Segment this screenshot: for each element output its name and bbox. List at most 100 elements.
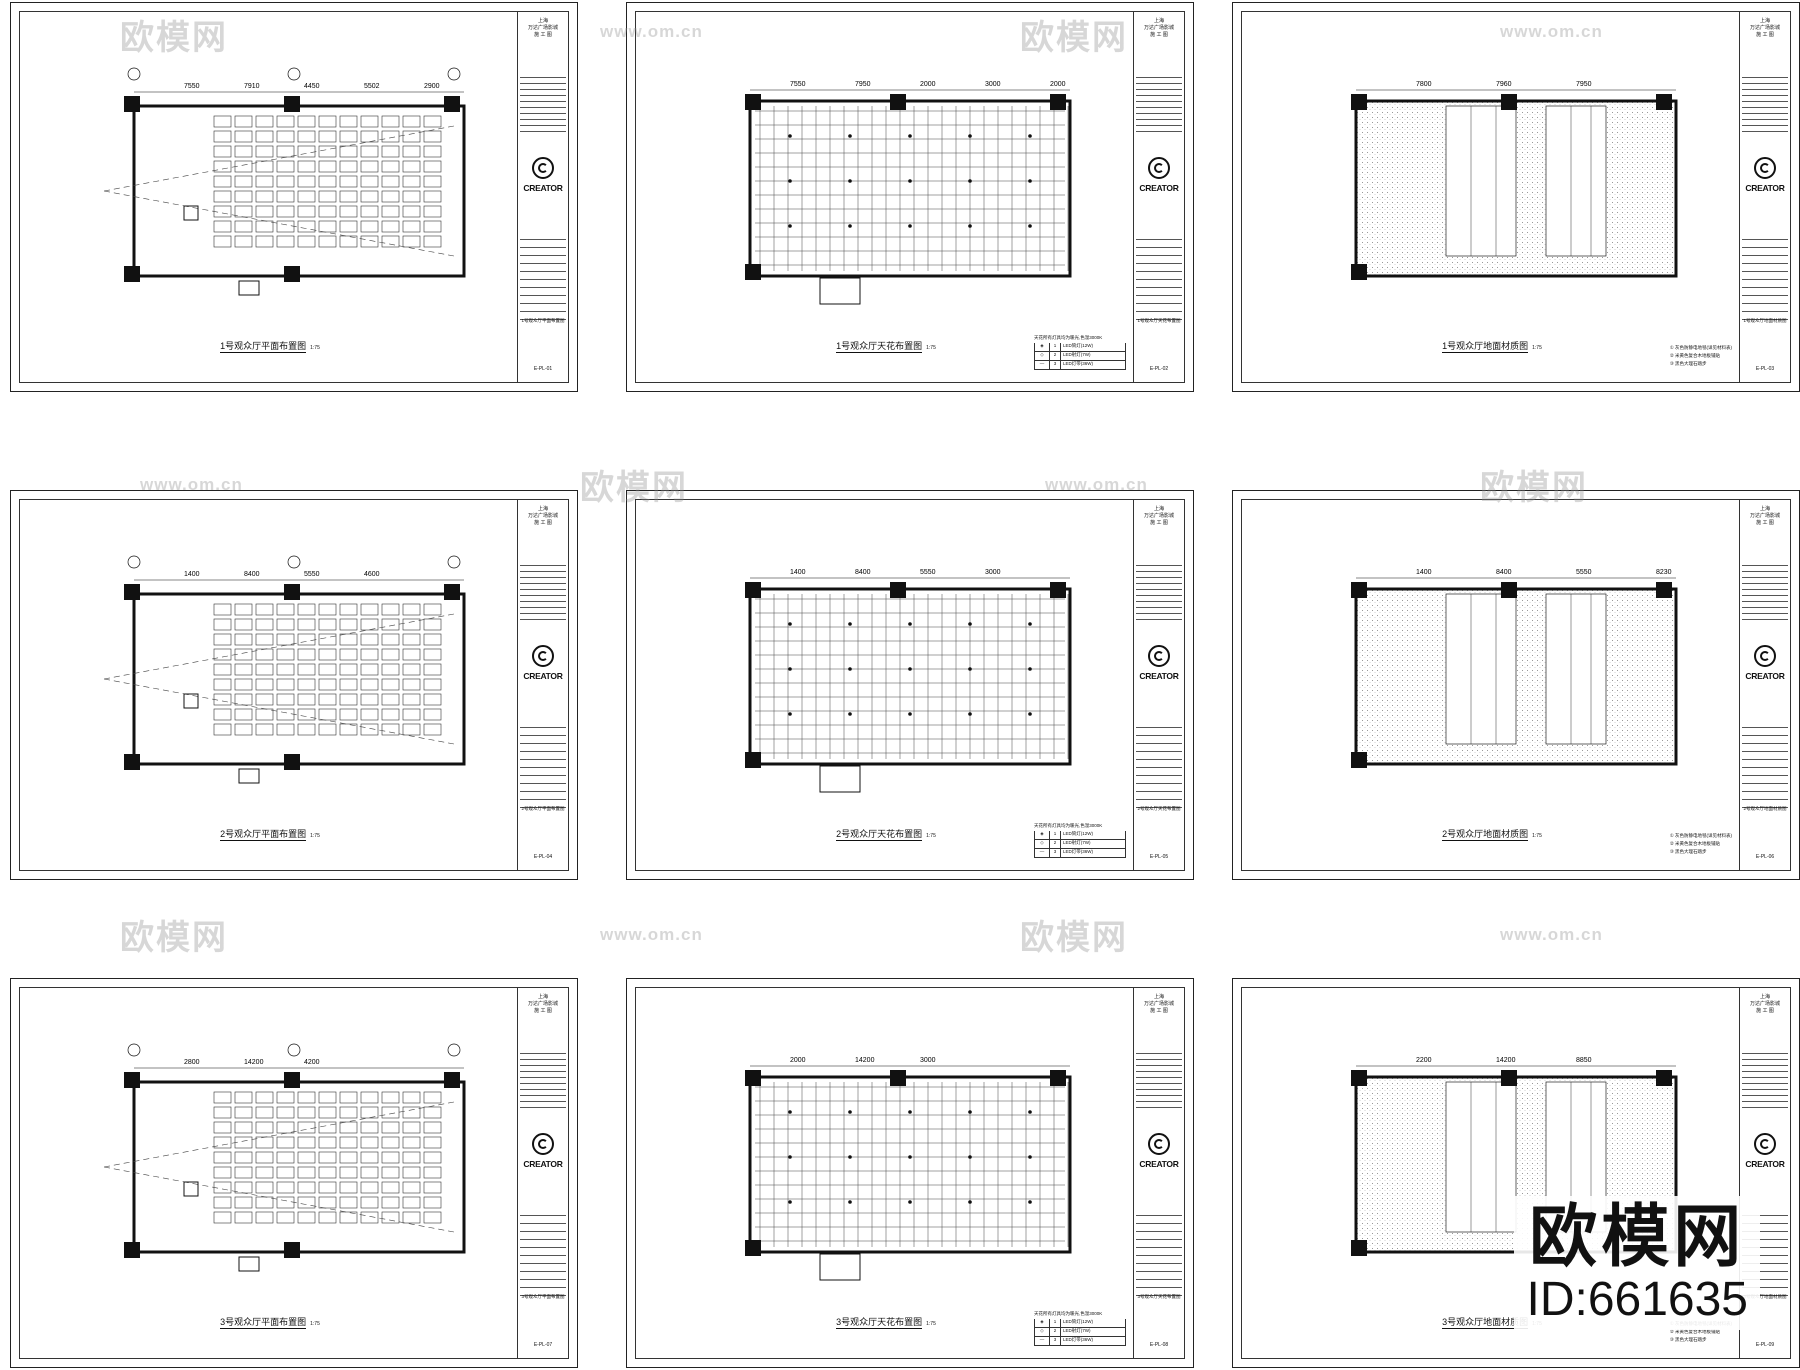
title-block-rows xyxy=(520,720,566,810)
title-block-sheet-name: 1号观众厅平面布置图 xyxy=(521,318,565,323)
title-block-rows xyxy=(520,72,566,132)
downlight-icon xyxy=(968,179,972,183)
creator-logo-icon xyxy=(1148,645,1170,667)
sheet-scale: 1:75 xyxy=(310,1321,320,1327)
brand-name: CREATOR xyxy=(1745,1159,1785,1169)
dimension-label: 1400 xyxy=(1416,569,1432,576)
downlight-icon xyxy=(848,1155,852,1159)
sheet-code: E-PL-05 xyxy=(1149,854,1169,860)
brand-name: CREATOR xyxy=(1745,183,1785,193)
downlight-icon xyxy=(968,1200,972,1204)
downlight-icon xyxy=(788,1110,792,1114)
downlight-icon xyxy=(908,1155,912,1159)
legend-symbol-icon: — xyxy=(1035,849,1050,857)
dimension-label: 7960 xyxy=(1496,81,1512,88)
title-block-header: 上海万达广场影城施 工 图 xyxy=(1143,18,1174,38)
sheet-code: E-PL-01 xyxy=(533,366,553,372)
dimension-label: 2200 xyxy=(1416,1057,1432,1064)
dimension-label: 4200 xyxy=(304,1059,320,1066)
legend-description: LED灯带(36W) xyxy=(1063,849,1094,854)
legend-description: LED射灯(7W) xyxy=(1063,1328,1091,1333)
watermark-url: www.om.cn xyxy=(1500,925,1603,944)
dimension-label: 2000 xyxy=(790,1057,806,1064)
legend-symbol-icon: — xyxy=(1035,1337,1050,1345)
watermark-url: www.om.cn xyxy=(600,925,703,944)
title-block-rows xyxy=(520,1048,566,1108)
legend-number: 2 xyxy=(1050,1328,1061,1336)
legend-item: ③ 黑色大理石踏步 xyxy=(1669,361,1707,366)
legend-symbol-icon: — xyxy=(1035,361,1050,369)
brand-name: CREATOR xyxy=(1139,183,1179,193)
sheet-code: E-PL-03 xyxy=(1755,366,1775,372)
downlight-icon xyxy=(788,1200,792,1204)
legend-item: ① 灰色防静电地毯(详见材料表) xyxy=(1669,345,1732,350)
legend-symbol-icon: ◇ xyxy=(1035,1328,1050,1336)
dimension-label: 8850 xyxy=(1576,1057,1592,1064)
creator-logo-icon xyxy=(1148,1133,1170,1155)
downlight-icon xyxy=(848,712,852,716)
downlight-icon xyxy=(908,1110,912,1114)
title-block-sheet-name: 1号观众厅地面材质图 xyxy=(1743,318,1787,323)
downlight-icon xyxy=(788,622,792,626)
downlight-icon xyxy=(1028,622,1032,626)
title-block-sheet-name: 3号观众厅天花布置图 xyxy=(1137,1294,1181,1299)
title-block-rows xyxy=(1136,1048,1182,1108)
title-block: 上海万达广场影城施 工 图 CREATOR 1号观众厅天花布置图 E-PL-02 xyxy=(1133,12,1184,382)
title-block-sheet-name: 1号观众厅天花布置图 xyxy=(1137,318,1181,323)
legend-number: 1 xyxy=(1050,831,1061,839)
legend-number: 2 xyxy=(1050,840,1061,848)
title-block-rows xyxy=(1136,720,1182,810)
title-block-sheet-name: 2号观众厅平面布置图 xyxy=(521,806,565,811)
dimension-label: 8400 xyxy=(855,569,871,576)
dimension-label: 7910 xyxy=(244,83,260,90)
downlight-icon xyxy=(788,1155,792,1159)
sheet-scale: 1:75 xyxy=(926,1321,936,1327)
title-block-rows xyxy=(1136,560,1182,620)
downlight-icon xyxy=(1028,712,1032,716)
sheet-title-text: 1号观众厅地面材质图 xyxy=(1442,341,1529,353)
dimension-label: 3000 xyxy=(985,81,1001,88)
downlight-icon xyxy=(848,622,852,626)
sheet-code: E-PL-02 xyxy=(1149,366,1169,372)
downlight-icon xyxy=(1028,224,1032,228)
creator-logo-icon xyxy=(532,157,554,179)
legend-symbol-icon: ◇ xyxy=(1035,352,1050,360)
creator-logo-icon xyxy=(1754,1133,1776,1155)
legend-description: LED灯带(36W) xyxy=(1063,361,1094,366)
sheet-title-text: 2号观众厅天花布置图 xyxy=(836,829,923,841)
downlight-icon xyxy=(968,712,972,716)
legend-number: 2 xyxy=(1050,352,1061,360)
downlight-icon xyxy=(788,179,792,183)
brand-name: CREATOR xyxy=(1139,1159,1179,1169)
downlight-icon xyxy=(848,667,852,671)
